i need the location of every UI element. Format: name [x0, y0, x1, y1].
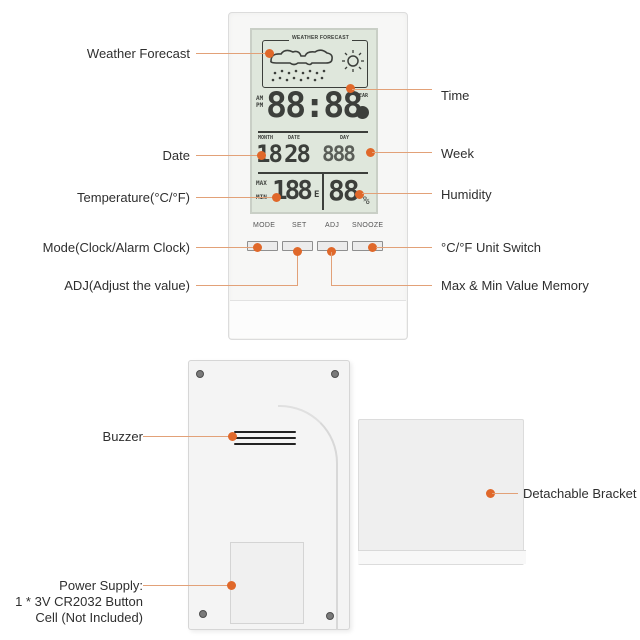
set-caption: SET — [292, 222, 307, 229]
lcd-vertical-divider — [322, 174, 324, 210]
humidity-label: Humidity — [441, 187, 492, 202]
temperature-marker — [272, 193, 281, 202]
weather-forecast-panel: WEATHER FORECAST — [262, 35, 368, 88]
date-leader — [196, 155, 260, 156]
week-marker — [366, 148, 375, 157]
time-leader — [352, 89, 432, 90]
am-indicator: AM — [256, 95, 264, 102]
time-digits: 88:88 — [266, 86, 363, 126]
humidity-digits: 88 — [328, 174, 360, 207]
adj-caption: ADJ — [325, 222, 340, 229]
set-marker — [293, 247, 302, 256]
unit-switch-leader — [376, 247, 432, 248]
power-supply-leader — [143, 585, 231, 586]
weather-forecast-leader — [196, 53, 266, 54]
power-supply-marker — [227, 581, 236, 590]
sun-icon — [342, 50, 364, 72]
month-label: MONTH — [258, 135, 274, 141]
max-min-label: Max & Min Value Memory — [441, 278, 589, 293]
power-supply-label-line3: Cell (Not Included) — [35, 610, 143, 625]
bracket-marker — [486, 489, 495, 498]
screw-icon — [196, 370, 204, 378]
date-label: DATE — [288, 135, 301, 141]
adj-label: ADJ(Adjust the value) — [64, 278, 190, 293]
mode-label: Mode(Clock/Alarm Clock) — [42, 240, 190, 255]
year-indicator: YEAR — [356, 93, 369, 99]
cloud-rain-icon — [270, 49, 333, 82]
screw-icon — [331, 370, 339, 378]
week-leader — [372, 152, 432, 153]
power-supply-label-line2: 1 * 3V CR2032 Button — [15, 594, 143, 609]
temperature-label: Temperature(°C/°F) — [77, 190, 190, 205]
snooze-button[interactable] — [352, 241, 383, 251]
snooze-caption: SNOOZE — [352, 222, 384, 229]
max-min-vertical-leader — [331, 252, 332, 286]
adj-marker — [327, 247, 336, 256]
buzzer-slot — [234, 437, 296, 439]
screw-icon — [199, 610, 207, 618]
pm-indicator: PM — [256, 102, 264, 109]
buzzer-slot — [234, 431, 296, 433]
mode-button[interactable] — [247, 241, 278, 251]
humidity-marker — [355, 190, 364, 199]
bracket-leader — [492, 493, 518, 494]
humidity-unit: % — [363, 194, 370, 207]
detachable-bracket — [358, 419, 524, 565]
day-digits: 888 — [322, 142, 356, 166]
moon-phase-icon — [356, 106, 369, 119]
humidity-leader — [362, 193, 432, 194]
time-label: Time — [441, 88, 470, 103]
unit-switch-marker — [368, 243, 377, 252]
lcd-divider — [258, 172, 368, 174]
time-marker — [346, 84, 355, 93]
weather-forecast-marker — [265, 49, 274, 58]
screw-icon — [326, 612, 334, 620]
buzzer-marker — [228, 432, 237, 441]
mode-caption: MODE — [253, 222, 276, 229]
week-label: Week — [441, 146, 474, 161]
buzzer-slot — [234, 443, 296, 445]
buzzer-label: Buzzer — [102, 429, 143, 444]
forecast-title: WEATHER FORECAST — [289, 35, 352, 41]
temperature-leader — [196, 197, 274, 198]
battery-cover[interactable] — [230, 542, 304, 624]
day-label: DAY — [340, 135, 350, 141]
max-min-leader — [331, 285, 432, 286]
bracket-label: Detachable Bracket — [523, 486, 637, 501]
mode-marker — [253, 243, 262, 252]
date-label: Date — [162, 148, 190, 163]
adj-leader — [196, 285, 298, 286]
device-bottom-panel — [230, 300, 406, 338]
max-indicator: MAX — [256, 180, 267, 187]
date-digits: 28 — [284, 140, 311, 168]
weather-forecast-label: Weather Forecast — [86, 46, 190, 61]
temperature-unit: E — [314, 190, 320, 200]
mode-leader — [196, 247, 258, 248]
adj-vertical-leader — [297, 250, 298, 286]
unit-switch-label: °C/°F Unit Switch — [441, 240, 541, 255]
power-supply-label-line1: Power Supply: — [59, 578, 143, 593]
lcd-divider — [258, 131, 368, 133]
bracket-foot — [358, 550, 526, 564]
buzzer-leader — [143, 436, 233, 437]
lcd-display: WEATHER FORECAST AM PM 88:88 YEAR MONTH … — [250, 28, 378, 214]
date-marker — [257, 151, 266, 160]
